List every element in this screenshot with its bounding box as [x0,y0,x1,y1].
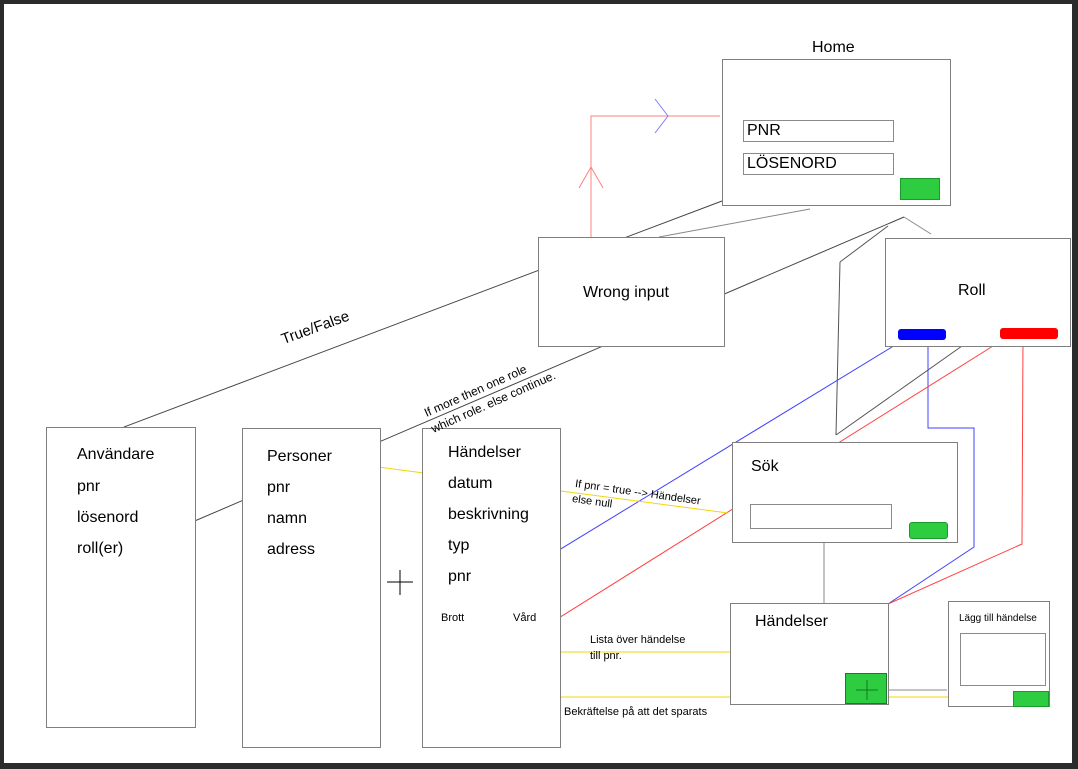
password-input[interactable]: LÖSENORD [743,153,894,175]
annotation-lista-line1: Lista över händelse [590,634,686,646]
pnr-input[interactable]: PNR [743,120,894,142]
table-field: pnr [448,568,472,585]
add-event-screen: Lägg till händelse [948,601,1050,707]
home-screen: PNR LÖSENORD [722,59,951,206]
table-anvandare: Användare pnr lösenord roll(er) [46,427,196,728]
table-subtype: Brott [441,612,465,624]
events-screen-label: Händelser [755,613,828,630]
wrong-input-label: Wrong input [583,284,669,301]
table-personer: Personer pnr namn adress [242,428,381,748]
role-button-red[interactable] [1000,328,1058,339]
table-field: beskrivning [448,506,529,523]
events-screen: Händelser [730,603,889,705]
table-field: namn [267,510,308,527]
annotation-bekraftelse: Bekräftelse på att det sparats [564,706,708,718]
save-event-button[interactable] [1013,691,1049,707]
wrong-input-screen: Wrong input [538,237,725,347]
role-label: Roll [958,282,986,299]
table-field: pnr [77,478,101,495]
table-field: datum [448,475,493,492]
home-title: Home [812,39,855,56]
table-title: Användare [77,446,155,463]
annotation-lista-line2: till pnr. [590,650,622,662]
search-label: Sök [751,458,779,475]
add-event-label: Lägg till händelse [959,613,1037,624]
role-screen: Roll [885,238,1071,347]
search-input[interactable] [750,504,892,529]
diagram-canvas: Home PNR LÖSENORD Wrong input Roll Sök H… [4,4,1072,763]
search-button[interactable] [909,522,948,539]
plus-icon [856,680,878,700]
table-field: adress [267,541,316,558]
search-screen: Sök [732,442,958,543]
table-title: Personer [267,448,332,465]
table-subtype: Vård [513,612,537,624]
role-button-blue[interactable] [898,329,946,340]
table-field: typ [448,537,470,554]
table-handelser: Händelser datum beskrivning typ pnr Brot… [422,428,561,748]
table-field: lösenord [77,509,139,526]
table-field: pnr [267,479,291,496]
add-event-textarea[interactable] [960,633,1046,686]
login-button[interactable] [900,178,940,200]
add-event-button[interactable] [845,673,887,704]
table-field: roll(er) [77,540,124,557]
table-title: Händelser [448,444,521,461]
